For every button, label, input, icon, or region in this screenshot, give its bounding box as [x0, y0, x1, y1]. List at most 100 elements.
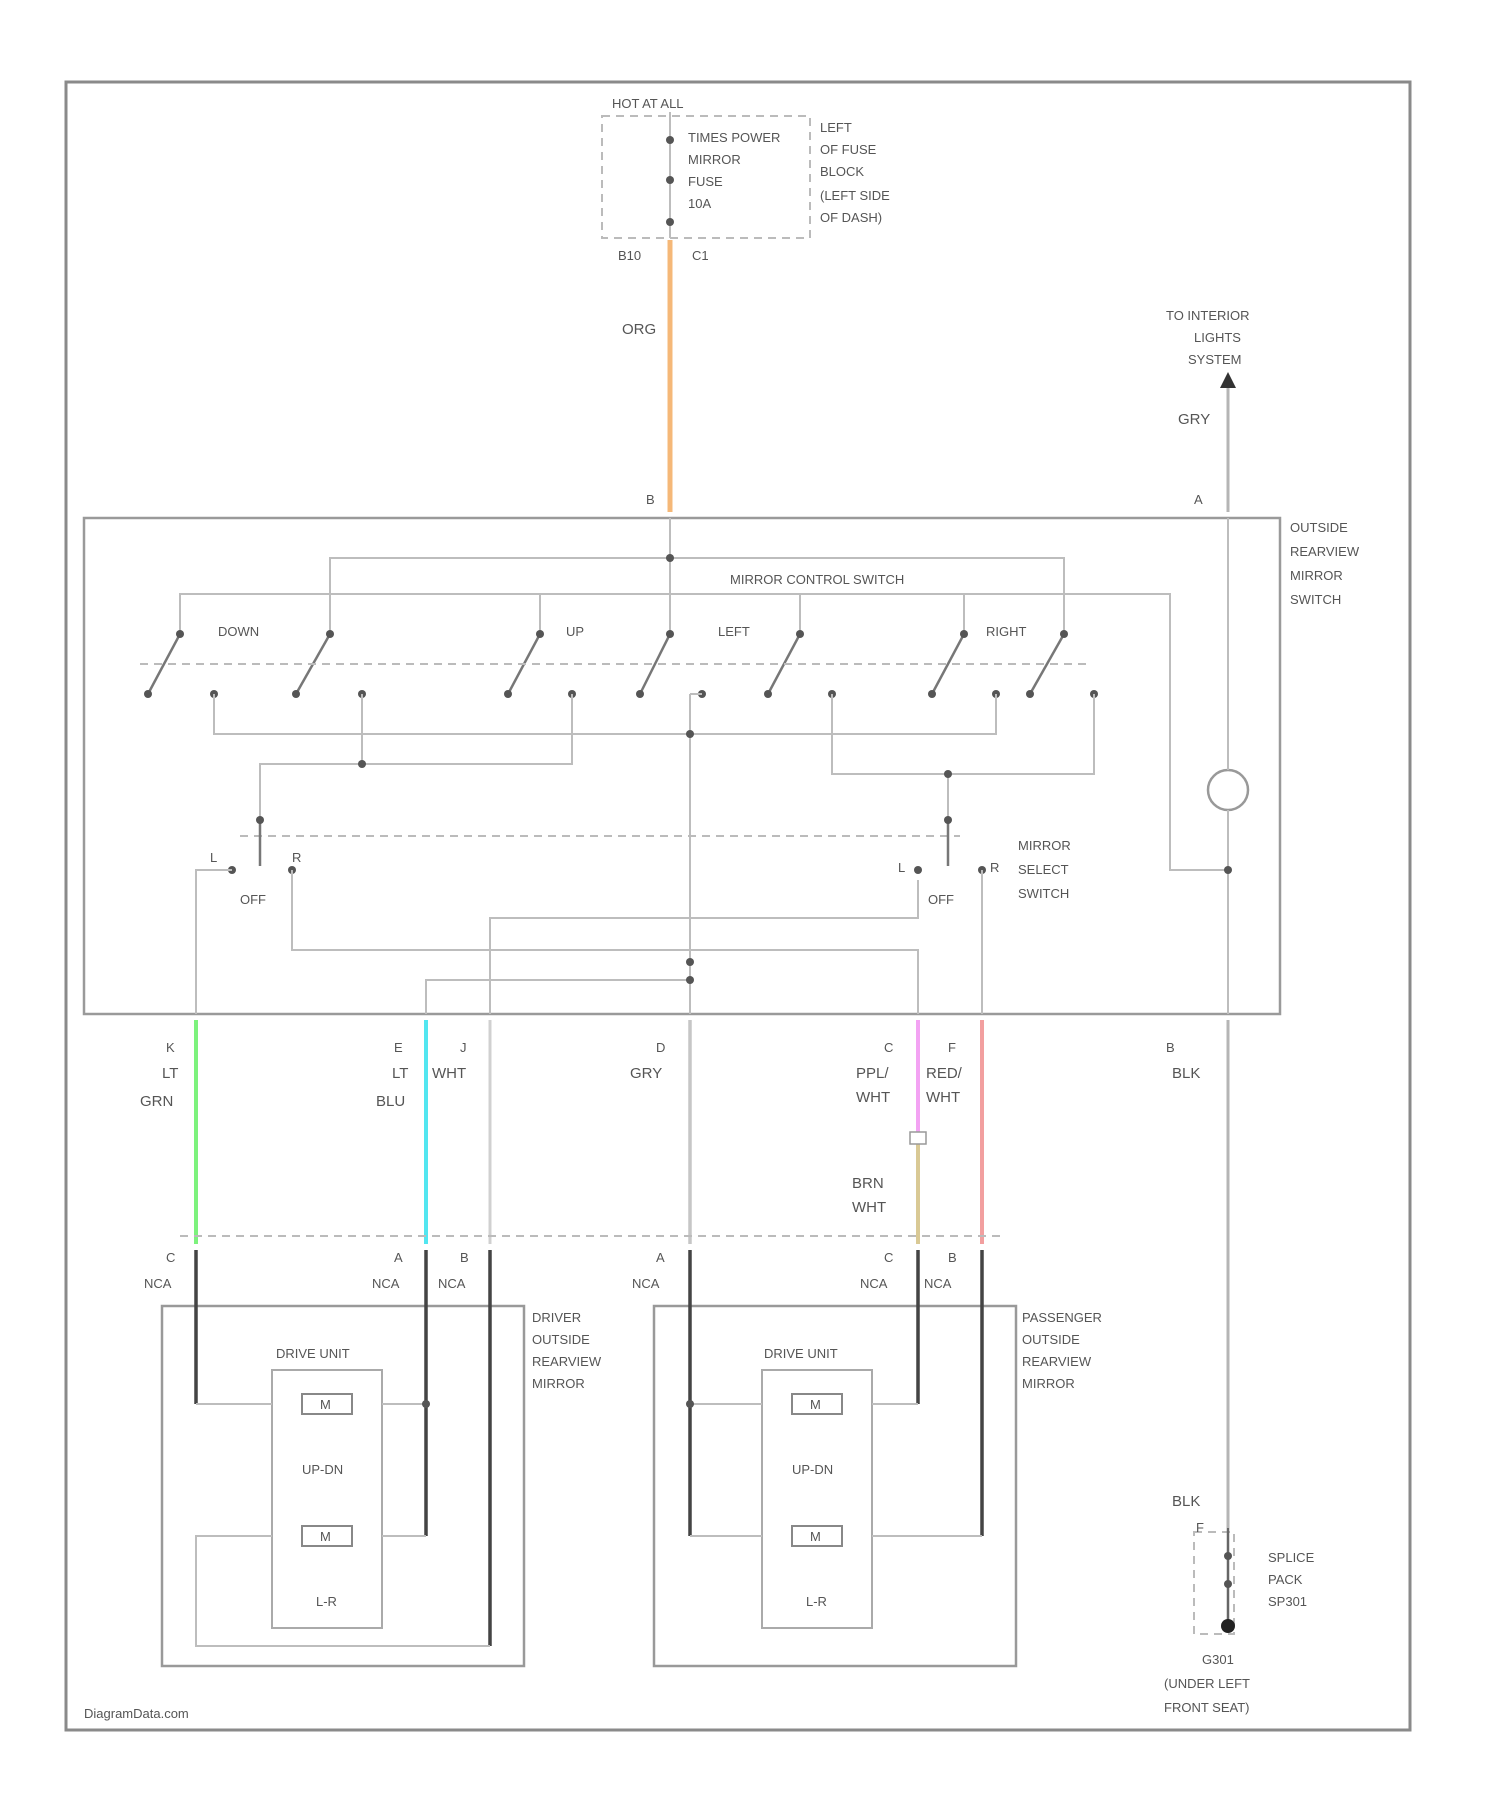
ground-label-1: G301: [1202, 1652, 1234, 1667]
wire-ltblu-label-2: BLU: [376, 1093, 405, 1110]
wire-ppl-label-2: WHT: [856, 1089, 890, 1106]
fuse-terminal-top: [666, 136, 674, 144]
select-r-right: R: [990, 860, 999, 875]
fuse-terminal-bottom: [666, 176, 674, 184]
switch-label-3: MIRROR: [1290, 568, 1343, 583]
wire-blk-label: BLK: [1172, 1065, 1200, 1082]
splice-label-3: SP301: [1268, 1594, 1307, 1609]
switch-right-label: RIGHT: [986, 624, 1027, 639]
wire-ltgrn-label-2: GRN: [140, 1093, 173, 1110]
switch-up-label: UP: [566, 624, 584, 639]
pas-pin-b: B: [948, 1250, 957, 1265]
wire-org-label: ORG: [622, 321, 656, 338]
splice-pin-f: F: [1196, 1520, 1204, 1535]
ground-splice: BLK F SPLICE PACK SP301 G301 (UNDER LEFT…: [1164, 1493, 1315, 1715]
wire-gry-top-label: GRY: [1178, 411, 1210, 428]
driver-lr: L-R: [316, 1594, 337, 1609]
wire-wht-label: WHT: [432, 1065, 466, 1082]
switch-label-1: OUTSIDE: [1290, 520, 1348, 535]
interior-label-1: TO INTERIOR: [1166, 308, 1250, 323]
ground-label-3: FRONT SEAT): [1164, 1700, 1249, 1715]
select-label-2: SELECT: [1018, 862, 1069, 877]
driver-drive-unit: DRIVE UNIT: [276, 1346, 350, 1361]
switch-left-label: LEFT: [718, 624, 750, 639]
wire-blk2-label: BLK: [1172, 1493, 1200, 1510]
passenger-motor-1-label: M: [810, 1397, 821, 1412]
wire-red-label-1: RED/: [926, 1065, 963, 1082]
select-l-right: L: [898, 860, 905, 875]
mirror-control-switch: MIRROR CONTROL SWITCH DOWN UP LEFT RIGHT: [140, 518, 1248, 1014]
passenger-outside-mirror: PASSENGER OUTSIDE REARVIEW MIRROR DRIVE …: [654, 1250, 1102, 1666]
driver-motor-2-label: M: [320, 1529, 331, 1544]
mirror-select-switch: MIRROR SELECT SWITCH L R OFF L R OFF: [196, 816, 1071, 1014]
drv-nca-3: NCA: [438, 1276, 466, 1291]
select-label-1: MIRROR: [1018, 838, 1071, 853]
fuse-times-label: TIMES POWER: [688, 130, 780, 145]
fuse-loc-4: (LEFT SIDE: [820, 188, 890, 203]
splice-label-1: SPLICE: [1268, 1550, 1315, 1565]
switch-down-label: DOWN: [218, 624, 259, 639]
drv-pin-a: A: [394, 1250, 403, 1265]
fuse-block: HOT AT ALL TIMES POWER MIRROR FUSE 10A L…: [602, 96, 890, 263]
pin-top-b: B: [646, 492, 655, 507]
lamp-icon: [1208, 770, 1248, 810]
wire-gry-label: GRY: [630, 1065, 662, 1082]
pas-pin-c: C: [884, 1250, 893, 1265]
passenger-label-3: REARVIEW: [1022, 1354, 1092, 1369]
fuse-fuse-label: FUSE: [688, 174, 723, 189]
pin-d: D: [656, 1040, 665, 1055]
switch-label-2: REARVIEW: [1290, 544, 1360, 559]
fuse-terminal-out: [666, 218, 674, 226]
driver-outside-mirror: DRIVER OUTSIDE REARVIEW MIRROR DRIVE UNI…: [162, 1250, 602, 1666]
arrow-up-icon: [1220, 372, 1236, 388]
switch-connector-bottom: K E J D C F B: [166, 1040, 1175, 1055]
pin-j: J: [460, 1040, 467, 1055]
inline-connector: [910, 1132, 926, 1144]
pas-pin-a: A: [656, 1250, 665, 1265]
fuse-loc-3: BLOCK: [820, 164, 864, 179]
select-off-left: OFF: [240, 892, 266, 907]
fuse-conn-c1: C1: [692, 248, 709, 263]
pas-nca-1: NCA: [632, 1276, 660, 1291]
fuse-loc-1: LEFT: [820, 120, 852, 135]
pin-f: F: [948, 1040, 956, 1055]
wire-ltblu-label-1: LT: [392, 1065, 408, 1082]
drv-pin-c: C: [166, 1250, 175, 1265]
passenger-label-4: MIRROR: [1022, 1376, 1075, 1391]
ground-icon: [1221, 1619, 1235, 1633]
select-off-right: OFF: [928, 892, 954, 907]
fuse-amps-label: 10A: [688, 196, 711, 211]
pas-nca-2: NCA: [860, 1276, 888, 1291]
passenger-drive-unit: DRIVE UNIT: [764, 1346, 838, 1361]
interior-lights-ref: TO INTERIOR LIGHTS SYSTEM GRY: [1166, 308, 1250, 512]
pin-b: B: [1166, 1040, 1175, 1055]
pin-k: K: [166, 1040, 175, 1055]
pin-e: E: [394, 1040, 403, 1055]
mirror-control-title: MIRROR CONTROL SWITCH: [730, 572, 904, 587]
footer-watermark: DiagramData.com: [84, 1706, 189, 1721]
wire-brn-label-2: WHT: [852, 1199, 886, 1216]
switch-label-4: SWITCH: [1290, 592, 1341, 607]
passenger-label-2: OUTSIDE: [1022, 1332, 1080, 1347]
splice-label-2: PACK: [1268, 1572, 1303, 1587]
passenger-motor-2-label: M: [810, 1529, 821, 1544]
driver-motor-1-label: M: [320, 1397, 331, 1412]
passenger-updn: UP-DN: [792, 1462, 833, 1477]
driver-updn: UP-DN: [302, 1462, 343, 1477]
select-l-left: L: [210, 850, 217, 865]
select-label-3: SWITCH: [1018, 886, 1069, 901]
driver-label-4: MIRROR: [532, 1376, 585, 1391]
wire-red-label-2: WHT: [926, 1089, 960, 1106]
fuse-loc-5: OF DASH): [820, 210, 882, 225]
pin-top-a: A: [1194, 492, 1203, 507]
driver-label-1: DRIVER: [532, 1310, 581, 1325]
pin-c: C: [884, 1040, 893, 1055]
outside-mirror-switch-box: [84, 518, 1280, 1014]
wire-ppl-label-1: PPL/: [856, 1065, 889, 1082]
select-r-left: R: [292, 850, 301, 865]
interior-label-2: LIGHTS: [1194, 330, 1241, 345]
drv-nca-2: NCA: [372, 1276, 400, 1291]
fuse-mirror-label: MIRROR: [688, 152, 741, 167]
driver-label-2: OUTSIDE: [532, 1332, 590, 1347]
